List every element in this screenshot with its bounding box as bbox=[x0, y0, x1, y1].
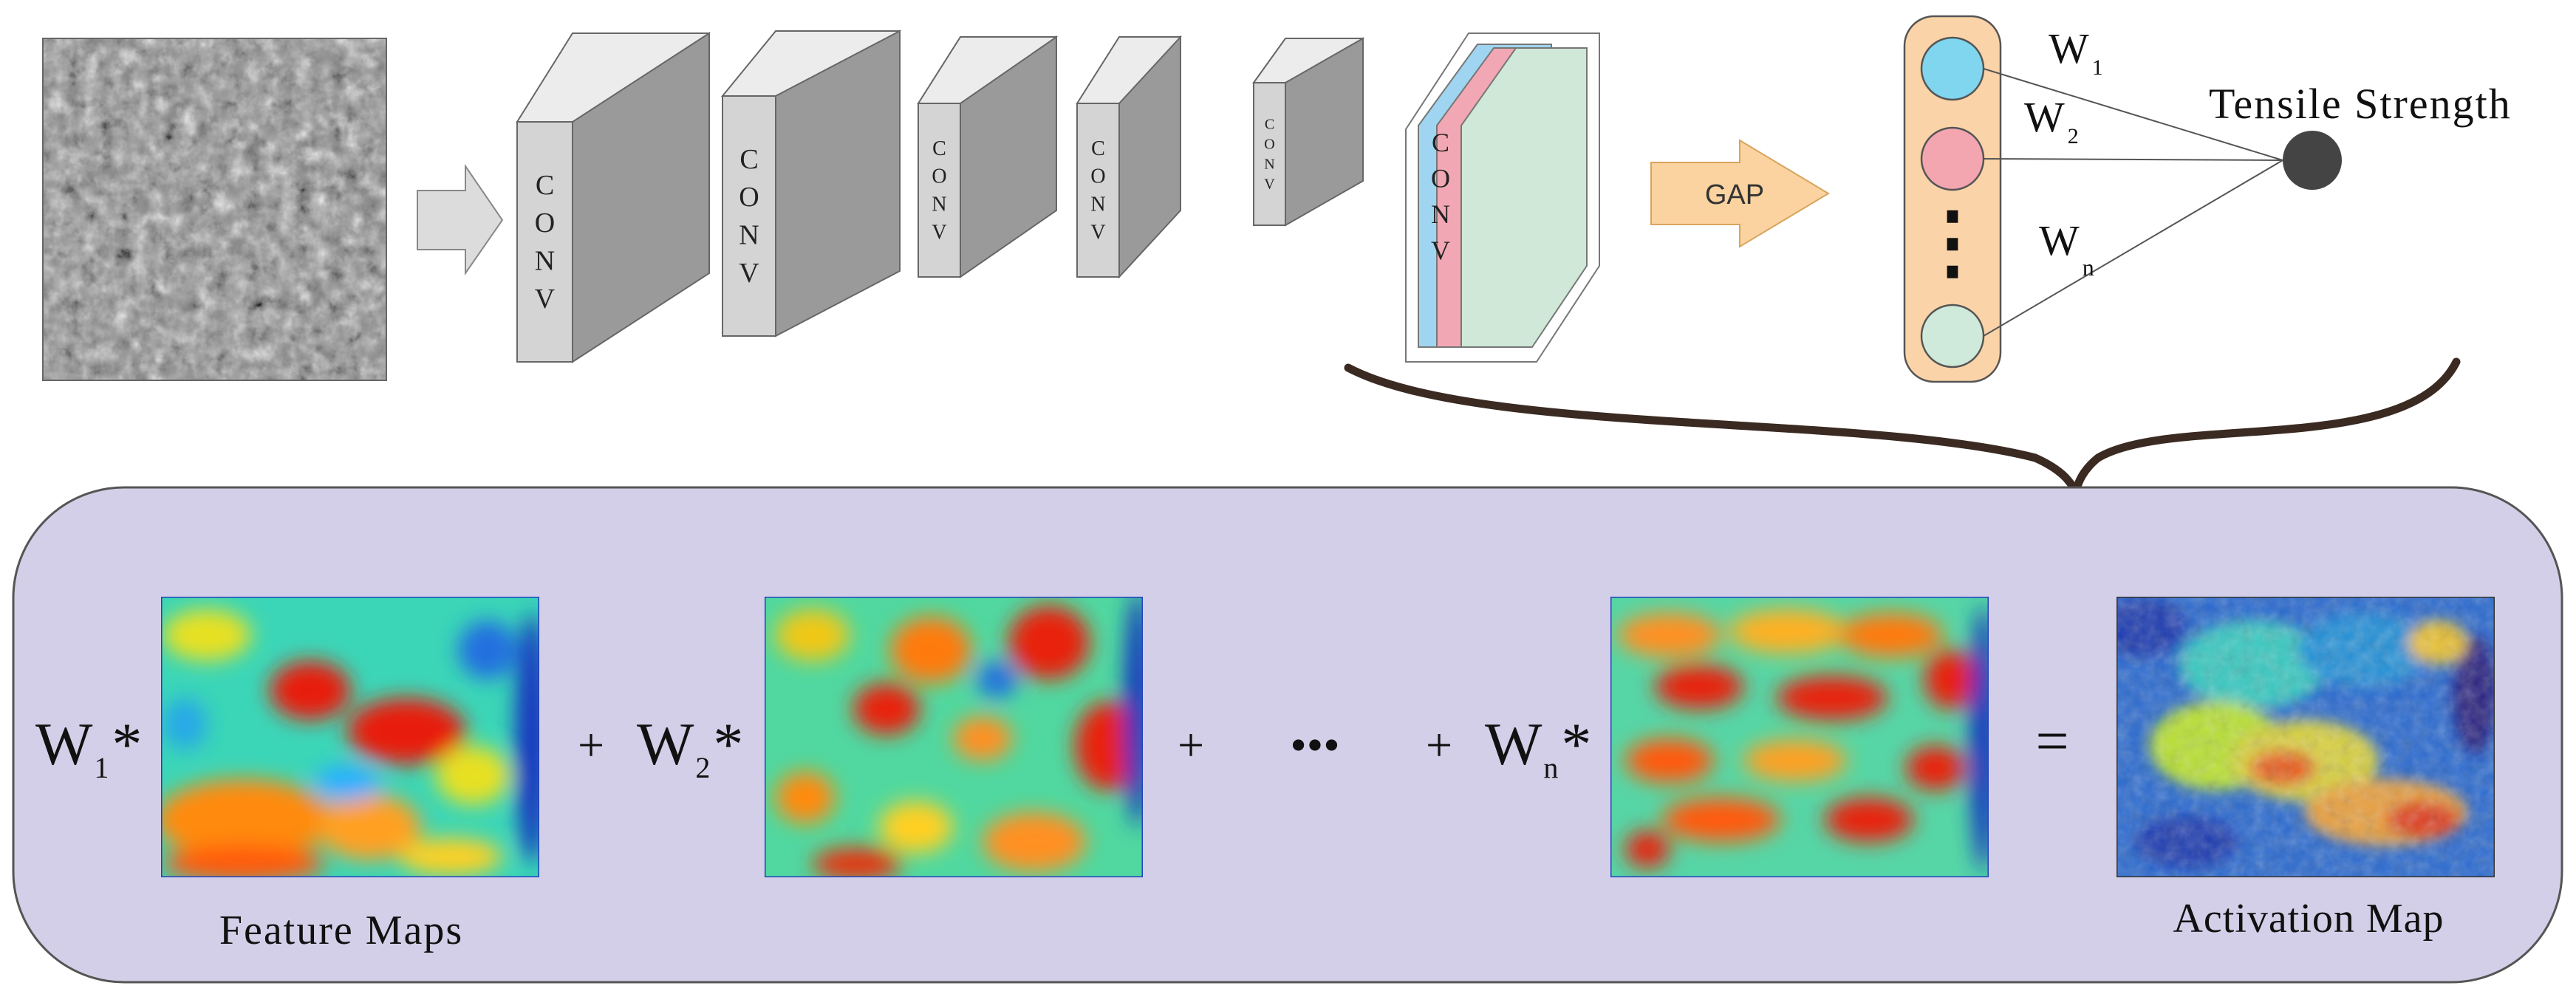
output-label: Tensile Strength bbox=[2209, 80, 2512, 128]
eq-plus-2: + bbox=[1178, 719, 1204, 771]
merge-curves bbox=[1344, 357, 2461, 496]
input-arrow bbox=[417, 163, 504, 276]
output-node bbox=[2283, 131, 2342, 190]
eq-equals: = bbox=[2035, 709, 2068, 774]
feature-map-1 bbox=[161, 597, 539, 877]
vertical-dots: ⋮ bbox=[1912, 197, 1993, 287]
activation-map-label: Activation Map bbox=[2173, 896, 2444, 942]
neuron-2 bbox=[1920, 126, 1985, 191]
feature-maps-label: Feature Maps bbox=[219, 908, 463, 953]
eq-plus-1: + bbox=[578, 719, 604, 771]
eq-term-1: W1* bbox=[35, 710, 142, 784]
eq-term-n: Wn* bbox=[1485, 710, 1591, 784]
gap-label: GAP bbox=[1705, 179, 1764, 210]
gap-neuron-column: ⋮ bbox=[1903, 15, 2002, 383]
input-sem-image bbox=[42, 38, 387, 381]
weight-connections bbox=[1983, 68, 2283, 337]
neuron-n bbox=[1920, 304, 1985, 369]
gap-arrow: GAP bbox=[1650, 139, 1830, 248]
neuron-1 bbox=[1920, 36, 1985, 101]
activation-map bbox=[2117, 597, 2495, 877]
feature-map-2 bbox=[765, 597, 1143, 877]
feature-map-n bbox=[1610, 597, 1989, 877]
eq-term-2: W2* bbox=[637, 710, 743, 784]
eq-ellipsis: ••• bbox=[1290, 719, 1339, 771]
weight-label-n: Wn bbox=[2039, 216, 2094, 281]
eq-plus-3: + bbox=[1426, 719, 1452, 771]
